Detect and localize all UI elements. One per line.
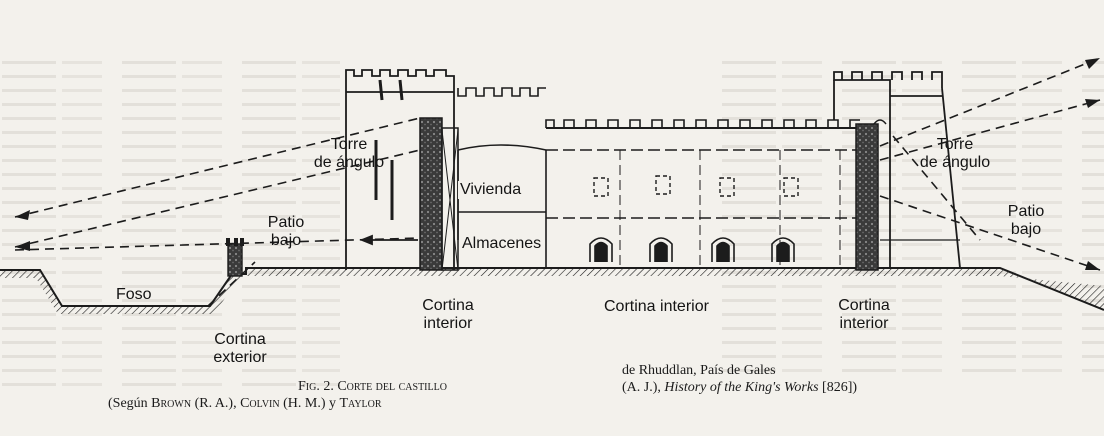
caption-left-line-1-text: Fig. 2. Corte del castillo (298, 379, 447, 394)
bleed-through-text (0, 50, 1104, 388)
label-torre-angulo-left: Torre de ángulo (304, 136, 394, 172)
right-corner-tower (833, 71, 961, 269)
label-vivienda-text: Vivienda (460, 181, 522, 198)
caption-right-line-2: (A. J.), History of the King's Works [82… (622, 379, 857, 396)
label-cortina-interior-left: Cortina interior (408, 297, 488, 333)
caption-left-line-2: (Según Brown (R. A.), Colvin (H. M.) y T… (108, 395, 382, 412)
caption-left-2c: (R. A.), (191, 396, 241, 411)
upper-windows (593, 175, 799, 197)
label-foso: Foso (116, 286, 152, 304)
label-patio-bajo-left: Patio bajo (256, 214, 316, 250)
rear-parapet (457, 87, 546, 97)
label-cortina-exterior-text: Cortina exterior (213, 331, 267, 366)
right-inner-curtain-wall (855, 119, 887, 271)
label-patio-bajo-right: Patio bajo (996, 203, 1056, 239)
caption-right-line-1: de Rhuddlan, País de Gales (622, 362, 776, 379)
label-patio-bajo-left-text: Patio bajo (267, 214, 305, 249)
caption-left-2e: (H. M.) y (279, 396, 340, 411)
caption-author-colvin: Colvin (240, 396, 280, 411)
label-cortina-interior-center-text: Cortina interior (604, 298, 709, 315)
caption-right-line-1-text: de Rhuddlan, País de Gales (622, 363, 776, 378)
label-cortina-interior-center: Cortina interior (604, 298, 709, 316)
ground-profile (0, 267, 1104, 314)
label-vivienda: Vivienda (458, 181, 524, 199)
label-patio-bajo-right-text: Patio bajo (1007, 203, 1045, 238)
label-almacenes-text: Almacenes (462, 235, 542, 252)
left-corner-tower (345, 69, 455, 270)
caption-right-2a: (A. J.), (622, 380, 665, 395)
label-almacenes: Almacenes (460, 235, 544, 253)
label-cortina-interior-right: Cortina interior (824, 297, 904, 333)
label-foso-text: Foso (116, 286, 152, 303)
caption-author-taylor: Taylor (339, 396, 382, 411)
caption-left-line-1: Fig. 2. Corte del castillo (298, 378, 447, 395)
label-torre-angulo-right-text: Torre de ángulo (919, 136, 991, 171)
arrowheads (15, 58, 1100, 270)
label-torre-angulo-right: Torre de ángulo (910, 136, 1000, 172)
left-inner-curtain-wall (419, 117, 459, 271)
caption-left-2a: (Según (108, 396, 152, 411)
sight-lines (14, 57, 1101, 307)
central-building (457, 119, 860, 268)
label-cortina-interior-right-text: Cortina interior (838, 297, 890, 332)
caption-author-brown: Brown (151, 396, 192, 411)
caption-book-title: History of the King's Works (664, 380, 819, 395)
caption-right-2c: [826]) (818, 380, 858, 395)
arched-windows (589, 237, 795, 262)
outer-curtain-wall (226, 238, 244, 277)
label-cortina-exterior: Cortina exterior (200, 331, 280, 367)
label-torre-angulo-left-text: Torre de ángulo (313, 136, 385, 171)
label-cortina-interior-left-text: Cortina interior (422, 297, 474, 332)
